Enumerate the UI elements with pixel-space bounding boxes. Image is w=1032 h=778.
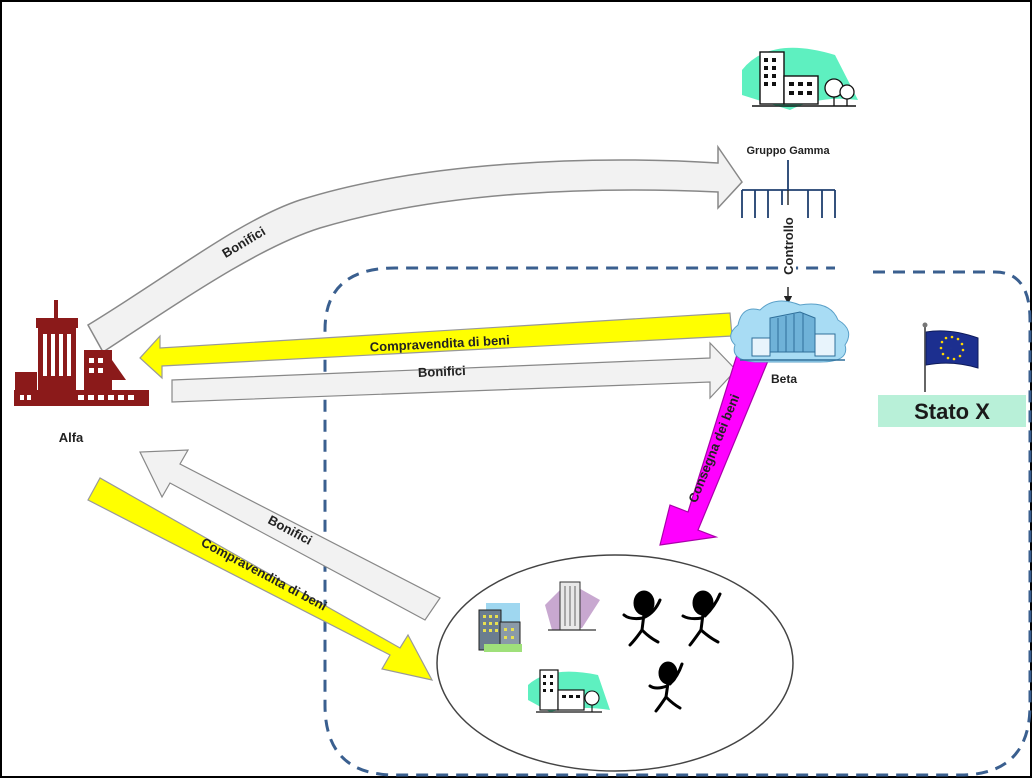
person-icon: [622, 590, 662, 647]
person-icon: [648, 661, 684, 713]
compravendita-clienti-arrow: [87, 477, 434, 681]
gamma-building-icon: [742, 47, 858, 110]
controllo-label: Controllo: [781, 217, 796, 275]
stato-x-label: Stato X: [914, 399, 990, 424]
person-icon: [681, 590, 722, 647]
beta-label: Beta: [771, 372, 797, 386]
clients-ellipse: [436, 554, 794, 772]
client-building-icon: [545, 581, 600, 631]
alfa-label: Alfa: [59, 430, 84, 445]
bonifici-beta-arrow: [171, 341, 737, 403]
compravendita-beta-arrow: [139, 312, 733, 380]
eu-flag-icon: [922, 322, 979, 392]
client-building-icon: [528, 669, 610, 713]
beta-building-icon: [730, 300, 850, 363]
controllo-label-bg: [780, 205, 796, 287]
bonifici-gamma-arrow: [86, 144, 743, 354]
bonifici-clienti-arrow: [139, 449, 441, 621]
gamma-label: Gruppo Gamma: [746, 145, 830, 157]
stato-x-label-bg: [878, 395, 1026, 427]
consegna-arrow: [659, 344, 771, 546]
client-building-icon: [478, 603, 522, 652]
alfa-building-icon: [14, 300, 149, 406]
bonifici-beta-label: Bonifici: [418, 363, 466, 380]
compravendita-beta-label: Compravendita di beni: [369, 332, 510, 354]
